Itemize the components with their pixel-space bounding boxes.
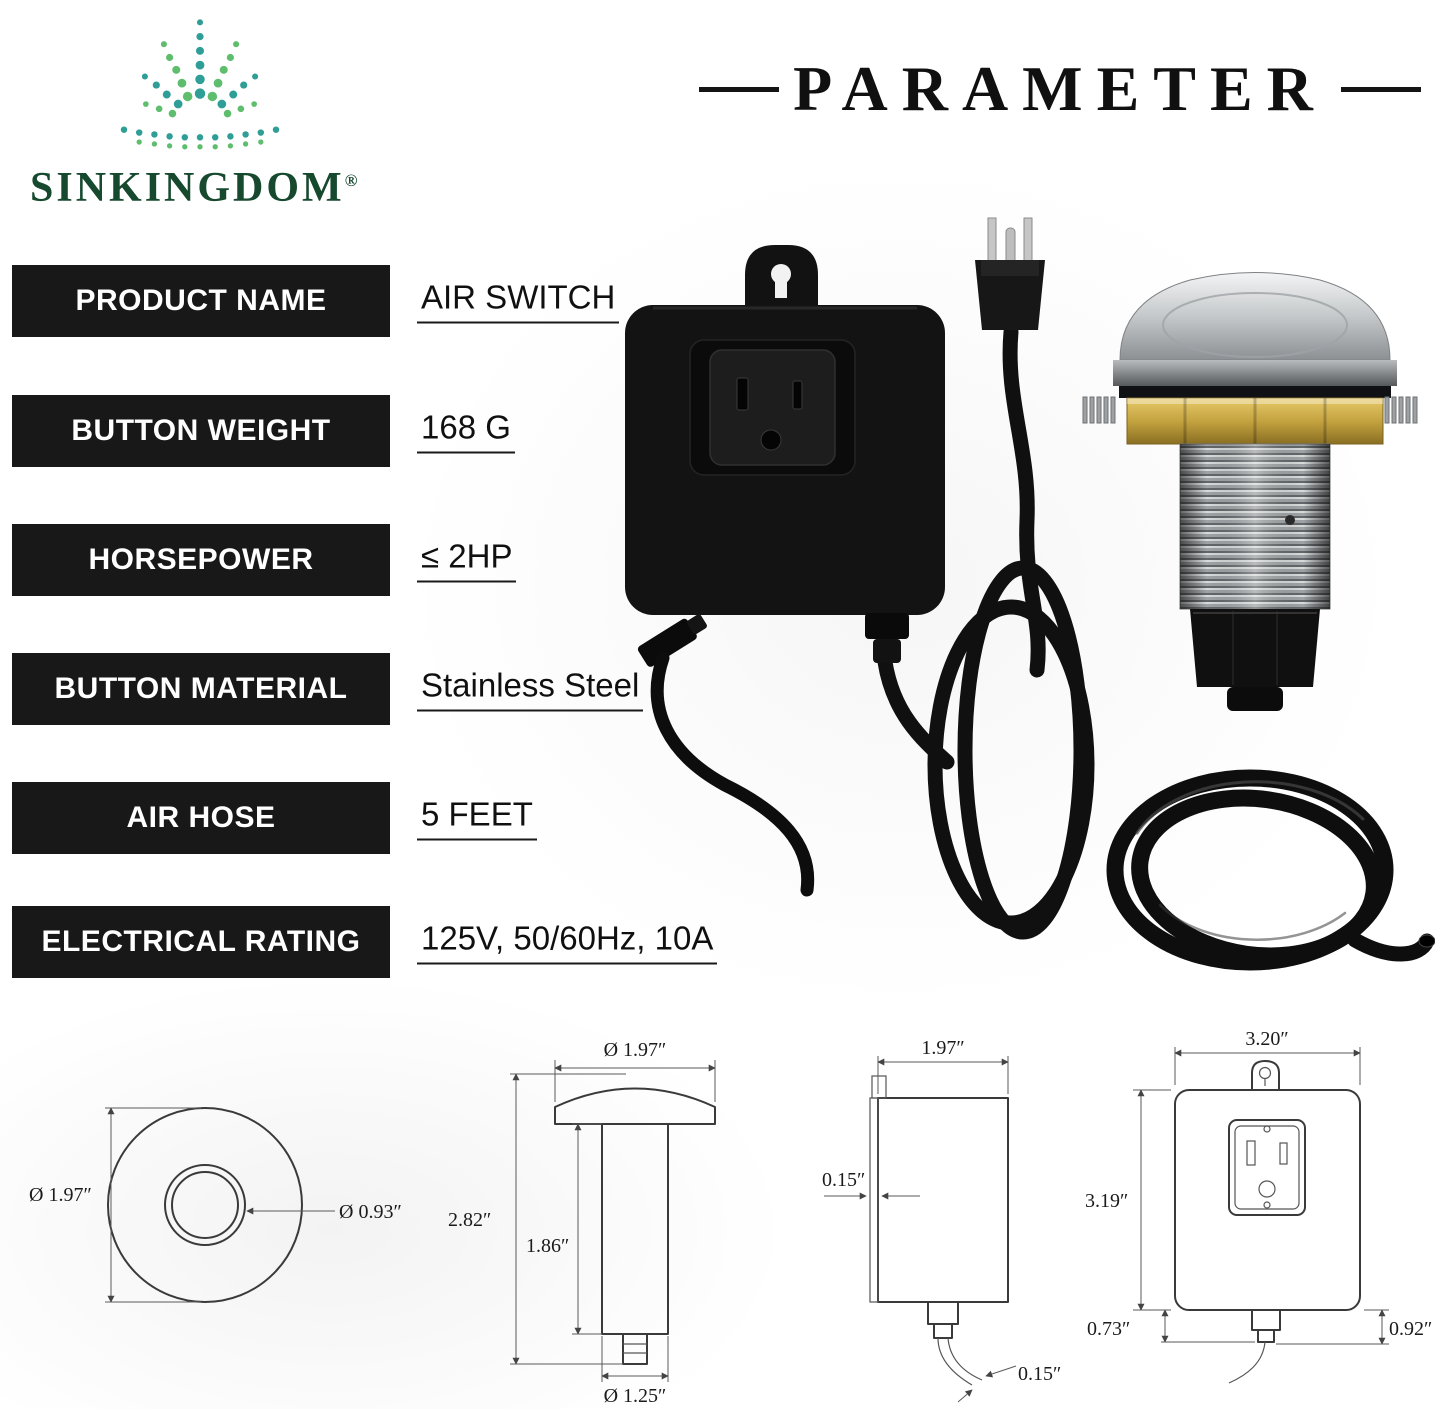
threaded-shaft: [1179, 443, 1331, 610]
page-title-block: PARAMETER: [680, 52, 1440, 126]
button-flange: [1113, 360, 1397, 398]
dim-box-front-height: 3.19″: [1085, 1190, 1128, 1212]
spec-label: HORSEPOWER: [12, 524, 390, 596]
drawing-button-side-view: Ø 1.97″ 2.82″ 1.86″ Ø 1.25″: [448, 1039, 716, 1407]
dim-plate-thickness: 0.15″: [822, 1169, 865, 1191]
dim-gland-offset: 0.73″: [1087, 1318, 1130, 1340]
spec-label: PRODUCT NAME: [12, 265, 390, 337]
spec-label: ELECTRICAL RATING: [12, 906, 390, 978]
dim-top-inner-diameter: Ø 0.93″: [339, 1201, 402, 1223]
control-box-body: [625, 305, 945, 615]
crown-dots: [120, 19, 280, 150]
mounting-tab: [745, 245, 818, 312]
dim-top-outer-diameter: Ø 1.97″: [29, 1184, 92, 1206]
brass-nut: [1126, 397, 1384, 445]
spec-value: 5 FEET: [417, 796, 537, 841]
title-dash-left: [699, 86, 780, 92]
spec-label: AIR HOSE: [12, 782, 390, 854]
dim-box-side-width: 1.97″: [921, 1037, 964, 1059]
dim-gland-size: 0.92″: [1389, 1318, 1432, 1340]
spec-value: ≤ 2HP: [417, 538, 517, 583]
dim-cap-diameter: Ø 1.97″: [604, 1039, 667, 1061]
dim-wire-size: 0.15″: [1018, 1363, 1061, 1385]
dimension-lines: [1133, 1047, 1389, 1345]
dim-box-front-width: 3.20″: [1245, 1028, 1288, 1050]
drawing-box-side-view: 1.97″ 0.15″ 0.15″: [822, 1037, 1061, 1403]
air-hose-lead: [650, 651, 815, 897]
box-front-outline: [1174, 1060, 1361, 1384]
dim-thread-diameter: Ø 1.25″: [604, 1385, 667, 1407]
outlet-receptacle: [709, 349, 836, 466]
brand-logo: SINKINGDOM®: [30, 10, 410, 212]
air-hose-coil-photo: [1106, 769, 1435, 971]
outlet-drawing: [1228, 1119, 1306, 1216]
drawing-button-top-view: Ø 1.97″ Ø 0.93″: [29, 1107, 402, 1303]
spec-label: BUTTON WEIGHT: [12, 395, 390, 467]
control-box-photo: [625, 217, 1095, 940]
spec-label: BUTTON MATERIAL: [12, 653, 390, 725]
dimension-lines: [824, 1056, 1017, 1403]
brand-name: SINKINGDOM®: [30, 164, 410, 212]
title-dash-right: [1340, 86, 1421, 92]
power-plug-icon: [975, 217, 1045, 330]
hose-coil: [1106, 769, 1435, 971]
dim-total-height: 2.82″: [448, 1209, 491, 1231]
spec-value: 168 G: [417, 409, 515, 454]
hose-cut-end: [1418, 934, 1435, 948]
dimension-lines: [105, 1107, 335, 1303]
drawing-box-front-view: 3.20″ 3.19″ 0.73″ 0.92″: [1085, 1028, 1432, 1384]
button-outline: [554, 1087, 716, 1365]
lock-nut: [1190, 609, 1320, 711]
top-view-outline: [107, 1107, 303, 1303]
registered-mark: ®: [344, 171, 358, 190]
cable-gland-left: [637, 614, 707, 667]
dim-thread-length: 1.86″: [526, 1235, 569, 1257]
box-side-outline: [869, 1075, 1009, 1386]
air-switch-button-photo: [1082, 272, 1418, 711]
button-cap: [1119, 272, 1391, 361]
brand-name-text: SINKINGDOM: [30, 165, 345, 211]
brand-crown-icon: [120, 19, 280, 150]
page-title: PARAMETER: [793, 53, 1327, 124]
cable-gland-right: [865, 613, 909, 663]
